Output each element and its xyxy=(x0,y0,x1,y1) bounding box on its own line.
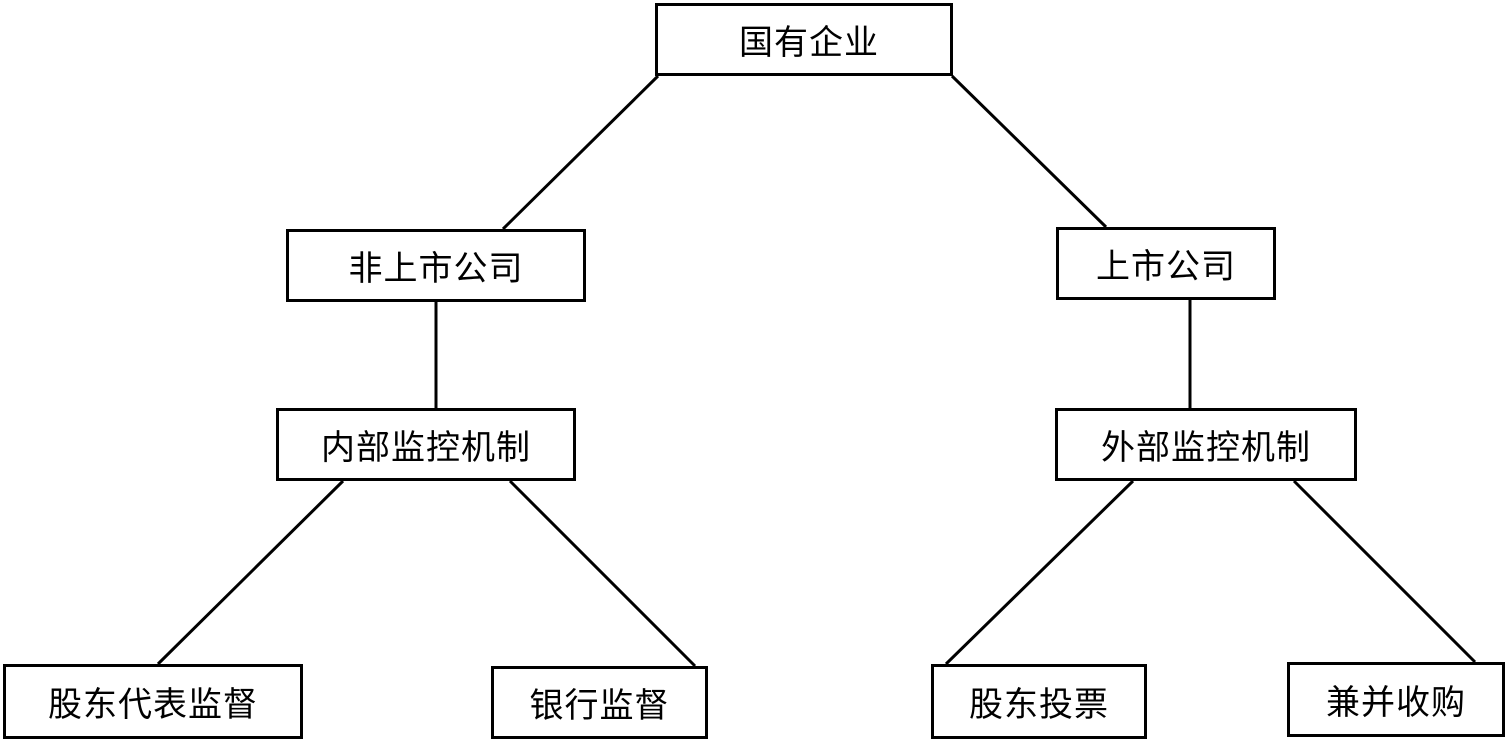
node-label: 内部监控机制 xyxy=(321,428,531,468)
node-listed-company: 上市公司 xyxy=(1056,227,1276,300)
node-unlisted-company: 非上市公司 xyxy=(286,229,586,302)
node-mergers-acquisitions: 兼并收购 xyxy=(1287,662,1505,737)
node-external-monitoring: 外部监控机制 xyxy=(1055,408,1357,481)
edge-external-shareholder-vote xyxy=(944,479,1135,666)
node-label: 非上市公司 xyxy=(348,249,524,289)
node-label: 外部监控机制 xyxy=(1101,428,1311,468)
node-label: 兼并收购 xyxy=(1326,683,1466,723)
edge-root-listed xyxy=(950,74,1108,229)
node-shareholder-voting: 股东投票 xyxy=(931,664,1147,739)
node-label: 股东投票 xyxy=(969,685,1109,725)
node-internal-monitoring: 内部监控机制 xyxy=(276,408,576,481)
node-shareholder-representative-supervision: 股东代表监督 xyxy=(3,664,303,739)
node-state-owned-enterprise: 国有企业 xyxy=(655,3,953,76)
node-label: 股东代表监督 xyxy=(48,685,258,725)
edge-external-merger xyxy=(1292,479,1477,664)
node-label: 银行监督 xyxy=(529,686,670,726)
node-label: 国有企业 xyxy=(739,23,879,63)
node-label: 上市公司 xyxy=(1096,247,1236,287)
edge-internal-shareholder-rep xyxy=(156,479,345,666)
node-bank-supervision: 银行监督 xyxy=(491,666,708,739)
edge-root-unlisted xyxy=(501,74,660,231)
edge-internal-bank xyxy=(508,479,697,668)
